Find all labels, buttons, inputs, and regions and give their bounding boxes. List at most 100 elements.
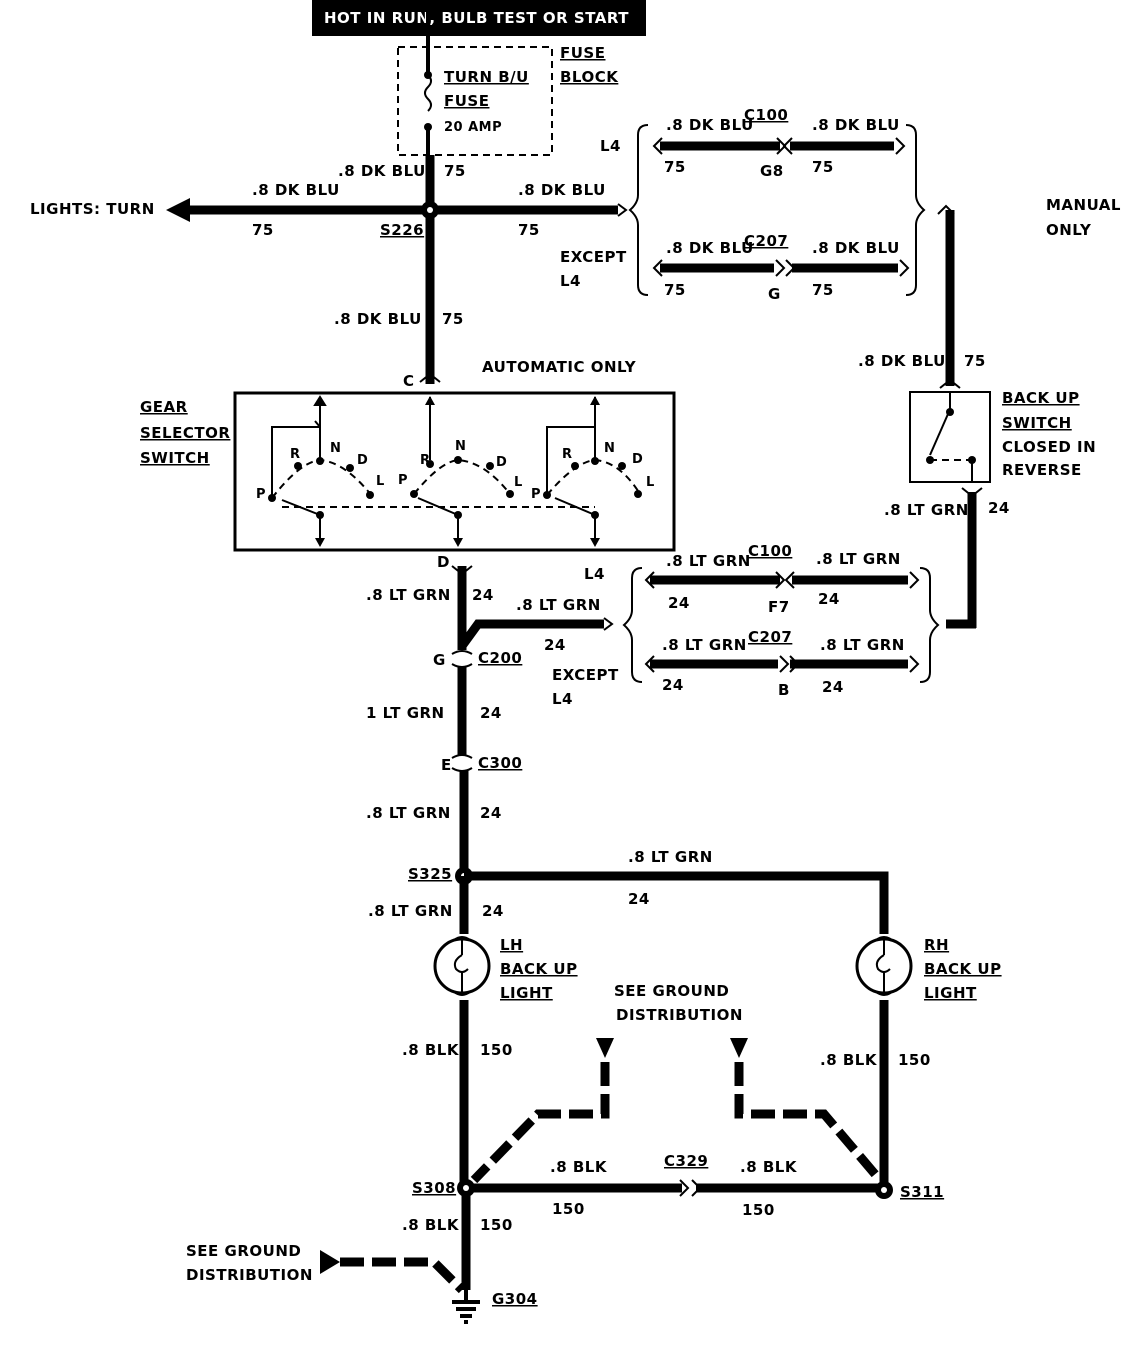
wire-label-dkblu-top: .8 DK BLU <box>338 162 426 180</box>
lt-grn-wire-num-1: 24 <box>472 586 494 604</box>
c100-grn-num-right: 24 <box>818 590 840 608</box>
ground-dist-ref-arrow-g304-icon <box>320 1250 340 1274</box>
fuse-block: TURN B/U FUSE 20 AMP FUSE BLOCK <box>397 0 619 156</box>
wire-num-left: 75 <box>252 221 274 239</box>
lt-grn-wire-num-2: 24 <box>480 704 502 722</box>
c207-grn-num-right: 24 <box>822 678 844 696</box>
c207-grn-pin: B <box>778 681 790 699</box>
deck2-pos-l: L <box>514 475 523 490</box>
splice-s226-label: S226 <box>380 221 424 239</box>
gear-selector-label-3: SWITCH <box>140 449 210 467</box>
ground-dist-ref-arrow-right-icon <box>730 1038 748 1058</box>
fuse-icon <box>424 74 432 112</box>
c207-blu-label: C207 <box>744 232 788 250</box>
see-ground-dist-line2: DISTRIBUTION <box>616 1006 743 1024</box>
fuse-block-label-2: BLOCK <box>560 68 619 86</box>
except-l4-line1-grn: EXCEPT <box>552 666 619 684</box>
fuse-block-label-1: FUSE <box>560 44 605 62</box>
lights-turn-label: LIGHTS: TURN <box>30 200 155 218</box>
gear-selector-label-2: SELECTOR <box>140 424 230 442</box>
lh-light-label-3: LIGHT <box>500 984 553 1002</box>
deck3-pos-l: L <box>646 475 655 490</box>
rh-light-label-1: RH <box>924 936 949 954</box>
c207-grn-wire-label-left: .8 LT GRN <box>662 636 747 654</box>
lh-bulb-icon <box>433 937 491 995</box>
lh-backup-light: LH BACK UP LIGHT <box>433 936 578 1002</box>
gear-switch-deck-2: P R N D L <box>398 396 523 547</box>
lt-grn-wire-label-1: .8 LT GRN <box>366 586 451 604</box>
c100-blu-label: C100 <box>744 106 788 124</box>
c100-blu-pin: G8 <box>760 162 784 180</box>
deck1-pos-r: R <box>290 447 301 462</box>
gear-selector-box <box>233 391 676 552</box>
splice-s308-label: S308 <box>412 1179 456 1197</box>
lh-blk-wire-num: 150 <box>480 1041 513 1059</box>
c100-blu-num-right: 75 <box>812 158 834 176</box>
header-text: HOT IN RUN, BULB TEST OR START <box>324 9 629 27</box>
lt-grn-option-bracket: L4 EXCEPT L4 .8 LT GRN C100 .8 LT GRN 24… <box>552 542 940 708</box>
c300-pin: E <box>441 756 452 774</box>
deck2-pos-r: R <box>420 453 431 468</box>
wire-label-dkblu-down: .8 DK BLU <box>334 310 422 328</box>
lh-light-label-2: BACK UP <box>500 960 578 978</box>
deck2-pos-p: P <box>398 473 408 488</box>
backup-switch-label-1: BACK UP <box>1002 389 1080 407</box>
l4-label-blu: L4 <box>600 137 621 155</box>
backup-switch-blade-icon <box>929 413 949 456</box>
rh-light-label-3: LIGHT <box>924 984 977 1002</box>
splice-s325-label: S325 <box>408 865 452 883</box>
c329-wire-label-left: .8 BLK <box>550 1158 608 1176</box>
except-l4-line2-grn: L4 <box>552 690 573 708</box>
c100-grn-label: C100 <box>748 542 792 560</box>
c329-wire-num-left: 150 <box>552 1200 585 1218</box>
automatic-only-label: AUTOMATIC ONLY <box>482 358 637 376</box>
lt-grn-wire-num-4: 24 <box>482 902 504 920</box>
c207-blu-wire-label-left: .8 DK BLU <box>666 239 754 257</box>
manual-only-line2: ONLY <box>1046 221 1092 239</box>
rh-light-label-2: BACK UP <box>924 960 1002 978</box>
rh-backup-light: RH BACK UP LIGHT <box>855 936 1002 1002</box>
s325-rh-wire-label: .8 LT GRN <box>628 848 713 866</box>
c329-wire-label-right: .8 BLK <box>740 1158 798 1176</box>
gear-selector-switch: AUTOMATIC ONLY GEAR SELECTOR SWITCH C P … <box>140 358 676 571</box>
c100-grn-num-left: 24 <box>668 594 690 612</box>
splice-s311-label: S311 <box>900 1183 944 1201</box>
manual-only-line1: MANUAL <box>1046 196 1121 214</box>
lt-grn-branch-label: .8 LT GRN <box>516 596 601 614</box>
lt-grn-wire-num-3: 24 <box>480 804 502 822</box>
backup-switch-label-4: REVERSE <box>1002 461 1082 479</box>
c207-blu-num-left: 75 <box>664 281 686 299</box>
dk-blu-option-bracket: L4 EXCEPT L4 .8 DK BLU C100 .8 DK BLU 75… <box>560 106 926 303</box>
fuse-name-1: TURN B/U <box>444 68 529 86</box>
gear-selector-label-1: GEAR <box>140 398 188 416</box>
deck3-pos-n: N <box>604 441 615 456</box>
deck1-pos-l: L <box>376 474 385 489</box>
backup-switch-wire-label: .8 DK BLU <box>858 352 946 370</box>
g304-wire-num: 150 <box>480 1216 513 1234</box>
deck3-pos-r: R <box>562 447 573 462</box>
c200-pin: G <box>433 651 446 669</box>
power-source-header: HOT IN RUN, BULB TEST OR START <box>312 0 646 36</box>
deck3-pos-p: P <box>531 487 541 502</box>
see-ground-left-line2: DISTRIBUTION <box>186 1266 313 1284</box>
c100-blu-num-left: 75 <box>664 158 686 176</box>
fuse-rating: 20 AMP <box>444 120 502 135</box>
deck1-pos-n: N <box>330 441 341 456</box>
manual-backup-switch-circuit: MANUAL ONLY .8 DK BLU 75 BACK UP SWITCH … <box>858 196 1121 629</box>
c207-grn-label: C207 <box>748 628 792 646</box>
c100-blu-wire-label-left: .8 DK BLU <box>666 116 754 134</box>
c329-wire-num-right: 150 <box>742 1201 775 1219</box>
gear-switch-pin-c: C <box>403 372 415 390</box>
l4-label-grn: L4 <box>584 565 605 583</box>
deck3-pos-d: D <box>632 452 643 467</box>
rh-bulb-icon <box>855 937 913 995</box>
wire-label-dkblu-right: .8 DK BLU <box>518 181 606 199</box>
c207-grn-num-left: 24 <box>662 676 684 694</box>
c207-grn-wire-label-right: .8 LT GRN <box>820 636 905 654</box>
c100-blu-wire-label-right: .8 DK BLU <box>812 116 900 134</box>
rh-blk-wire-label: .8 BLK <box>820 1051 878 1069</box>
lh-blk-wire-label: .8 BLK <box>402 1041 460 1059</box>
c200-label: C200 <box>478 649 522 667</box>
s325-rh-wire-num: 24 <box>628 890 650 908</box>
